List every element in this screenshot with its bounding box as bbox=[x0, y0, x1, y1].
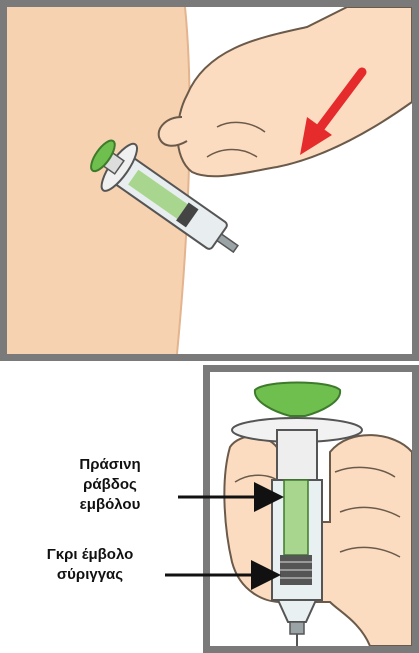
syringe-stopper bbox=[280, 555, 312, 585]
plunger-head-icon bbox=[255, 383, 340, 417]
syringe-closeup-panel bbox=[203, 365, 419, 653]
plunger-rod-label: Πράσινη ράβδος εμβόλου bbox=[40, 455, 180, 515]
syringe-stopper-label: Γκρι έμβολο σύριγγας bbox=[30, 545, 150, 585]
plunger-rod bbox=[284, 480, 308, 555]
injection-illustration bbox=[7, 7, 412, 354]
syringe-closeup-illustration bbox=[210, 372, 412, 646]
injection-step-panel bbox=[0, 0, 419, 361]
hand-icon bbox=[159, 7, 412, 176]
